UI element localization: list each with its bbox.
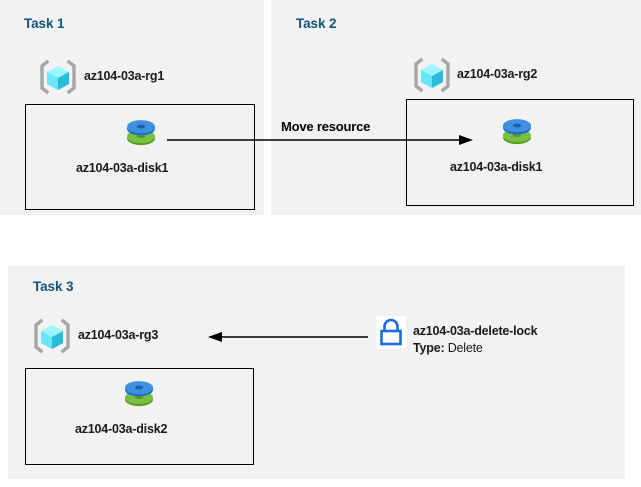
panel-task3 [8, 266, 625, 479]
move-resource-label: Move resource [281, 119, 371, 134]
task3-resource-group-label: az104-03a-rg3 [78, 328, 159, 342]
delete-lock-name-label: az104-03a-delete-lock [413, 324, 538, 338]
resource-group-cube-icon [32, 316, 72, 356]
move-resource-arrow [167, 135, 473, 145]
task2-resource-container [406, 99, 634, 206]
task1-resource-container [25, 104, 255, 210]
delete-lock-type-row: Type: Delete [413, 341, 483, 355]
task2-resource-label: az104-03a-disk1 [450, 160, 543, 174]
managed-disk-icon [120, 375, 158, 413]
managed-disk-icon [498, 113, 536, 151]
task3-resource-container [25, 368, 254, 465]
task1-resource-group-label: az104-03a-rg1 [84, 69, 165, 83]
task3-resource-label: az104-03a-disk2 [75, 422, 168, 436]
panel-task2-title: Task 2 [296, 16, 337, 31]
delete-lock-type-value: Delete [447, 341, 483, 355]
resource-group-cube-icon [38, 57, 78, 97]
task2-resource-group-label: az104-03a-rg2 [457, 67, 538, 81]
panel-task2 [271, 0, 641, 215]
padlock-icon [376, 316, 406, 348]
task1-resource-label: az104-03a-disk1 [76, 161, 169, 175]
panel-task1 [0, 0, 264, 215]
delete-lock-type-label: Type: [413, 341, 445, 355]
resource-group-cube-icon [412, 55, 452, 95]
managed-disk-icon [122, 114, 160, 152]
delete-lock-arrow [208, 332, 368, 342]
panel-task3-title: Task 3 [33, 279, 74, 294]
panel-task1-title: Task 1 [24, 16, 65, 31]
